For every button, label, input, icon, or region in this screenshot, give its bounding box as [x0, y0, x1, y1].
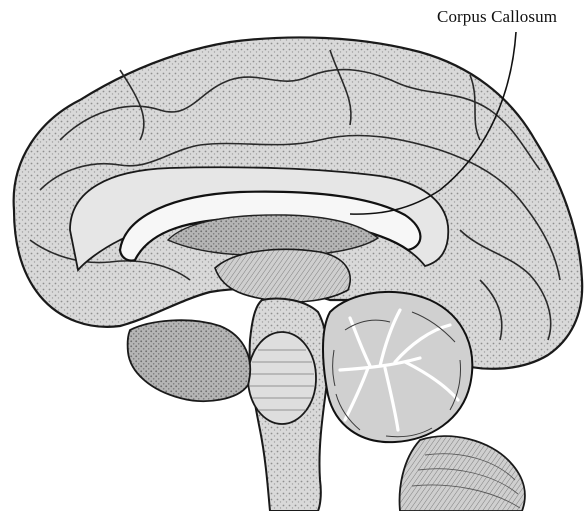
temporal-lobe [128, 320, 251, 401]
lower-cerebellar-mass [400, 436, 525, 511]
corpus-callosum-label: Corpus Callosum [437, 6, 587, 28]
thalamus [215, 249, 350, 302]
